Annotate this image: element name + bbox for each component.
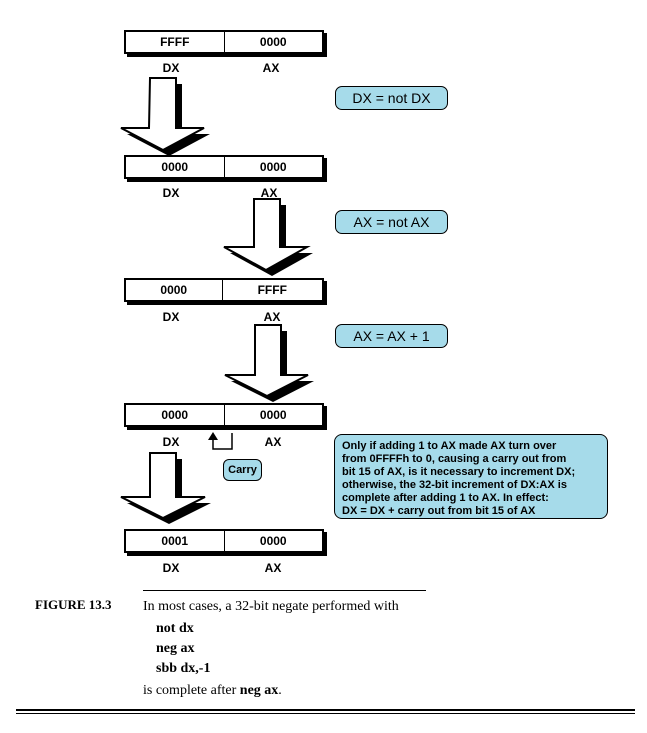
ax-value: FFFF	[257, 283, 287, 297]
down-arrow-carry	[120, 452, 211, 524]
step-dx-not-callout: DX = not DX	[335, 86, 448, 110]
ax-label: AX	[260, 186, 278, 200]
carry-callout: Carry	[223, 459, 262, 481]
register-row-1: FFFF 0000	[124, 30, 324, 54]
caption-intro: In most cases, a 32-bit negate performed…	[143, 599, 399, 614]
ax-label: AX	[263, 310, 281, 324]
note-line: bit 15 of AX, is it necessary to increme…	[342, 466, 576, 478]
ax-value: 0000	[259, 408, 287, 422]
down-arrow-ax-not	[223, 198, 313, 276]
step-ax-not-callout: AX = not AX	[335, 210, 448, 234]
ax-label: AX	[262, 61, 280, 75]
dx-label: DX	[162, 561, 180, 575]
dx-label: DX	[162, 310, 180, 324]
note-line: Only if adding 1 to AX made AX turn over	[342, 440, 557, 452]
ax-label: AX	[264, 561, 282, 575]
page-rule	[16, 713, 635, 714]
caption-outro: is complete after neg ax.	[143, 683, 282, 699]
caption-outro-suffix: .	[278, 683, 282, 698]
dx-value: 0000	[126, 157, 225, 177]
step-ax-inc-callout: AX = AX + 1	[335, 324, 448, 348]
dx-label: DX	[162, 61, 180, 75]
down-arrow-ax-inc	[224, 324, 314, 402]
dx-value: 0001	[126, 531, 225, 551]
dx-value: 0000	[126, 405, 225, 425]
note-line: DX = DX + carry out from bit 15 of AX	[342, 505, 536, 517]
carry-arrow-icon	[208, 432, 233, 450]
note-line: complete after adding 1 to AX. In effect…	[342, 492, 549, 504]
register-row-5: 0001 0000	[124, 529, 324, 553]
caption-outro-code: neg ax	[239, 683, 279, 698]
ax-label: AX	[264, 435, 282, 449]
register-row-4: 0000 0000	[124, 403, 324, 427]
ax-value: 0000	[259, 534, 287, 548]
caption-code-line: not dx	[156, 621, 194, 636]
caption-code-line: neg ax	[156, 641, 195, 656]
dx-label: DX	[162, 186, 180, 200]
ax-value: 0000	[259, 160, 287, 174]
dx-label: DX	[162, 435, 180, 449]
register-row-3: 0000 FFFF	[124, 278, 324, 302]
down-arrow-dx-not	[120, 77, 210, 156]
dx-value: 0000	[126, 280, 223, 300]
caption-rule	[143, 590, 426, 591]
dx-value: FFFF	[126, 32, 225, 52]
caption-code-line: sbb dx,-1	[156, 661, 211, 676]
figure-label: FIGURE 13.3	[35, 597, 112, 612]
note-line: from 0FFFFh to 0, causing a carry out fr…	[342, 453, 567, 465]
note-line: otherwise, the 32-bit increment of DX:AX…	[342, 479, 567, 491]
caption-outro-prefix: is complete after	[143, 683, 240, 698]
page-rule	[16, 709, 635, 711]
carry-explanation-note: Only if adding 1 to AX made AX turn over…	[334, 434, 608, 519]
ax-value: 0000	[259, 35, 287, 49]
register-row-2: 0000 0000	[124, 155, 324, 179]
